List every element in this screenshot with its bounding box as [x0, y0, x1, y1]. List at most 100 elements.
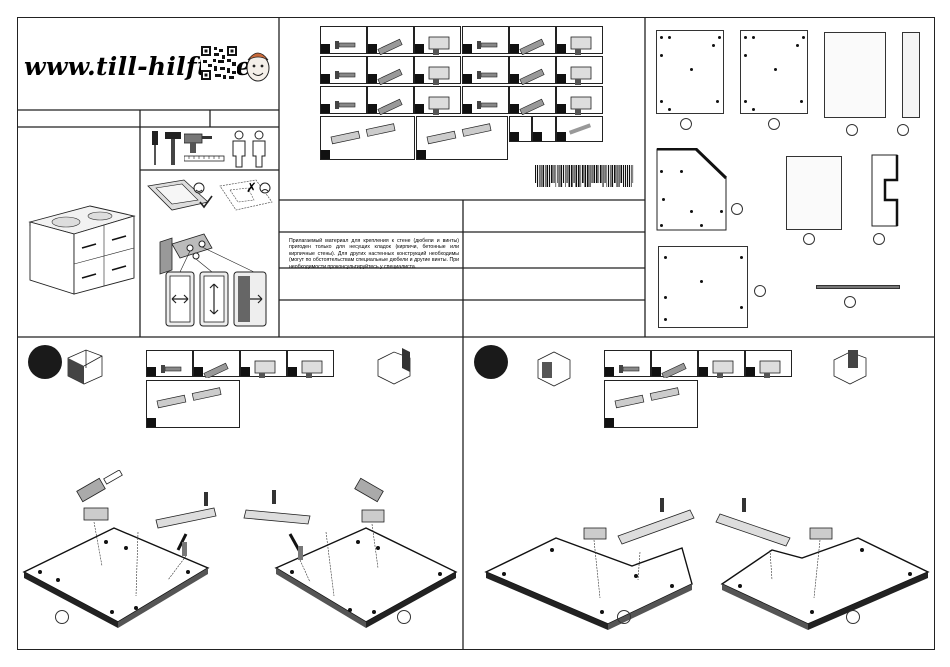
- panel-hole: [668, 36, 671, 39]
- part-number-circle: [768, 118, 780, 130]
- step-1-thumb-left: [67, 349, 103, 385]
- barcode-bar: [610, 165, 611, 187]
- part-marker: [194, 367, 203, 376]
- panel-side-left: [656, 30, 724, 114]
- barcode-bar: [549, 165, 551, 187]
- fitting-cell-r1c6: [556, 26, 603, 55]
- barcode-bar: [578, 165, 580, 187]
- part-marker: [417, 150, 426, 159]
- step-fitting-cell-3: [240, 350, 287, 378]
- panel-hole: [796, 44, 799, 47]
- barcode-bar: [584, 165, 587, 187]
- panel-hole: [774, 68, 777, 71]
- qr-code-icon: [201, 46, 237, 80]
- panel-hole: [712, 44, 715, 47]
- panel-hole: [700, 280, 703, 283]
- barcode-bar: [593, 165, 596, 183]
- panel-hole: [660, 224, 663, 227]
- fitting-cell-small-b: [532, 116, 556, 142]
- barcode-bar: [540, 165, 542, 187]
- barcode-bar: [620, 165, 623, 183]
- barcode-bar: [614, 165, 616, 183]
- part-marker: [321, 44, 330, 53]
- barcode-bar: [616, 165, 618, 187]
- part-marker: [321, 74, 330, 83]
- barcode-bar: [566, 165, 568, 183]
- page-frame: [17, 17, 935, 650]
- step-2-marker: [474, 345, 508, 379]
- barcode-bar: [563, 165, 565, 183]
- part-number-circle: [897, 124, 909, 136]
- step-fitting-cell-1: [146, 350, 193, 377]
- part-number-circle: [754, 285, 766, 297]
- part-marker: [699, 367, 708, 376]
- barcode-bar: [582, 165, 584, 183]
- fitting-cell-r1c2: [367, 26, 414, 55]
- barcode-bar: [602, 165, 604, 187]
- part-marker: [147, 418, 156, 427]
- fitting-cell-r3c4: [462, 86, 509, 114]
- barcode-bar: [537, 165, 539, 187]
- fitting-cell-r3c5: [509, 86, 556, 115]
- panel-narrow: [902, 32, 920, 118]
- barcode-bar: [535, 165, 537, 183]
- part-number-circle: [731, 203, 743, 215]
- part-number-circle: [680, 118, 692, 130]
- part-marker: [557, 74, 566, 83]
- step-fitting-rails: [146, 380, 240, 428]
- part-marker: [288, 367, 297, 376]
- step-2-assembly-right: [715, 498, 930, 630]
- panel-hole: [660, 100, 663, 103]
- barcode-bar: [632, 165, 634, 183]
- step-fitting-cell-4: [745, 350, 792, 378]
- step-fitting-rails: [604, 380, 698, 428]
- part-marker: [415, 104, 424, 113]
- screwdriver-icon: [152, 131, 158, 165]
- panel-hole: [716, 100, 719, 103]
- step-2-assembly-left: [484, 498, 695, 630]
- part-marker: [510, 74, 519, 83]
- part-number-circle: [873, 233, 885, 245]
- fitting-cell-r3c3: [414, 86, 461, 115]
- barcode-bar: [600, 165, 602, 183]
- part-marker: [463, 104, 472, 113]
- panel-hole: [752, 108, 755, 111]
- part-number-circle: [803, 233, 815, 245]
- part-marker: [652, 367, 661, 376]
- panel-hole: [664, 318, 667, 321]
- panel-notched: [871, 154, 899, 227]
- fitting-cell-rail: [320, 116, 415, 160]
- part-marker: [368, 44, 377, 53]
- barcode-bar: [596, 165, 598, 183]
- panel-l-shape: [656, 148, 728, 231]
- barcode-bar: [611, 165, 614, 187]
- fitting-cell-r1c1: [320, 26, 367, 54]
- wall-mounting-notice: Прилагаемый материал для крепления к сте…: [289, 238, 459, 270]
- panel-hole: [740, 256, 743, 259]
- step-1-assembly-right: [243, 477, 458, 628]
- barcode-bar: [629, 165, 631, 187]
- panel-back: [824, 32, 886, 118]
- panel-hole: [800, 100, 803, 103]
- panel-hole: [660, 54, 663, 57]
- panel-hole: [660, 36, 663, 39]
- fitting-cell-r2c5: [509, 56, 556, 85]
- fitting-cell-r2c4: [462, 56, 509, 84]
- hinge-adjustment-diagram: [159, 233, 267, 327]
- part-number-circle: [617, 610, 631, 624]
- step-1-assembly-left: [22, 470, 217, 628]
- barcode-bar: [623, 165, 625, 187]
- barcode-bar: [608, 165, 610, 187]
- fitting-cell-r1c4: [462, 26, 509, 54]
- barcode-bar: [558, 165, 560, 187]
- panel-side-right: [740, 30, 808, 114]
- barcode-bar: [539, 165, 540, 187]
- part-marker: [510, 132, 519, 141]
- panel-hole: [668, 108, 671, 111]
- part-marker: [463, 44, 472, 53]
- step-1-thumb-right: [377, 348, 411, 385]
- part-number-circle: [844, 296, 856, 308]
- part-marker: [368, 104, 377, 113]
- panel-hole: [662, 198, 665, 201]
